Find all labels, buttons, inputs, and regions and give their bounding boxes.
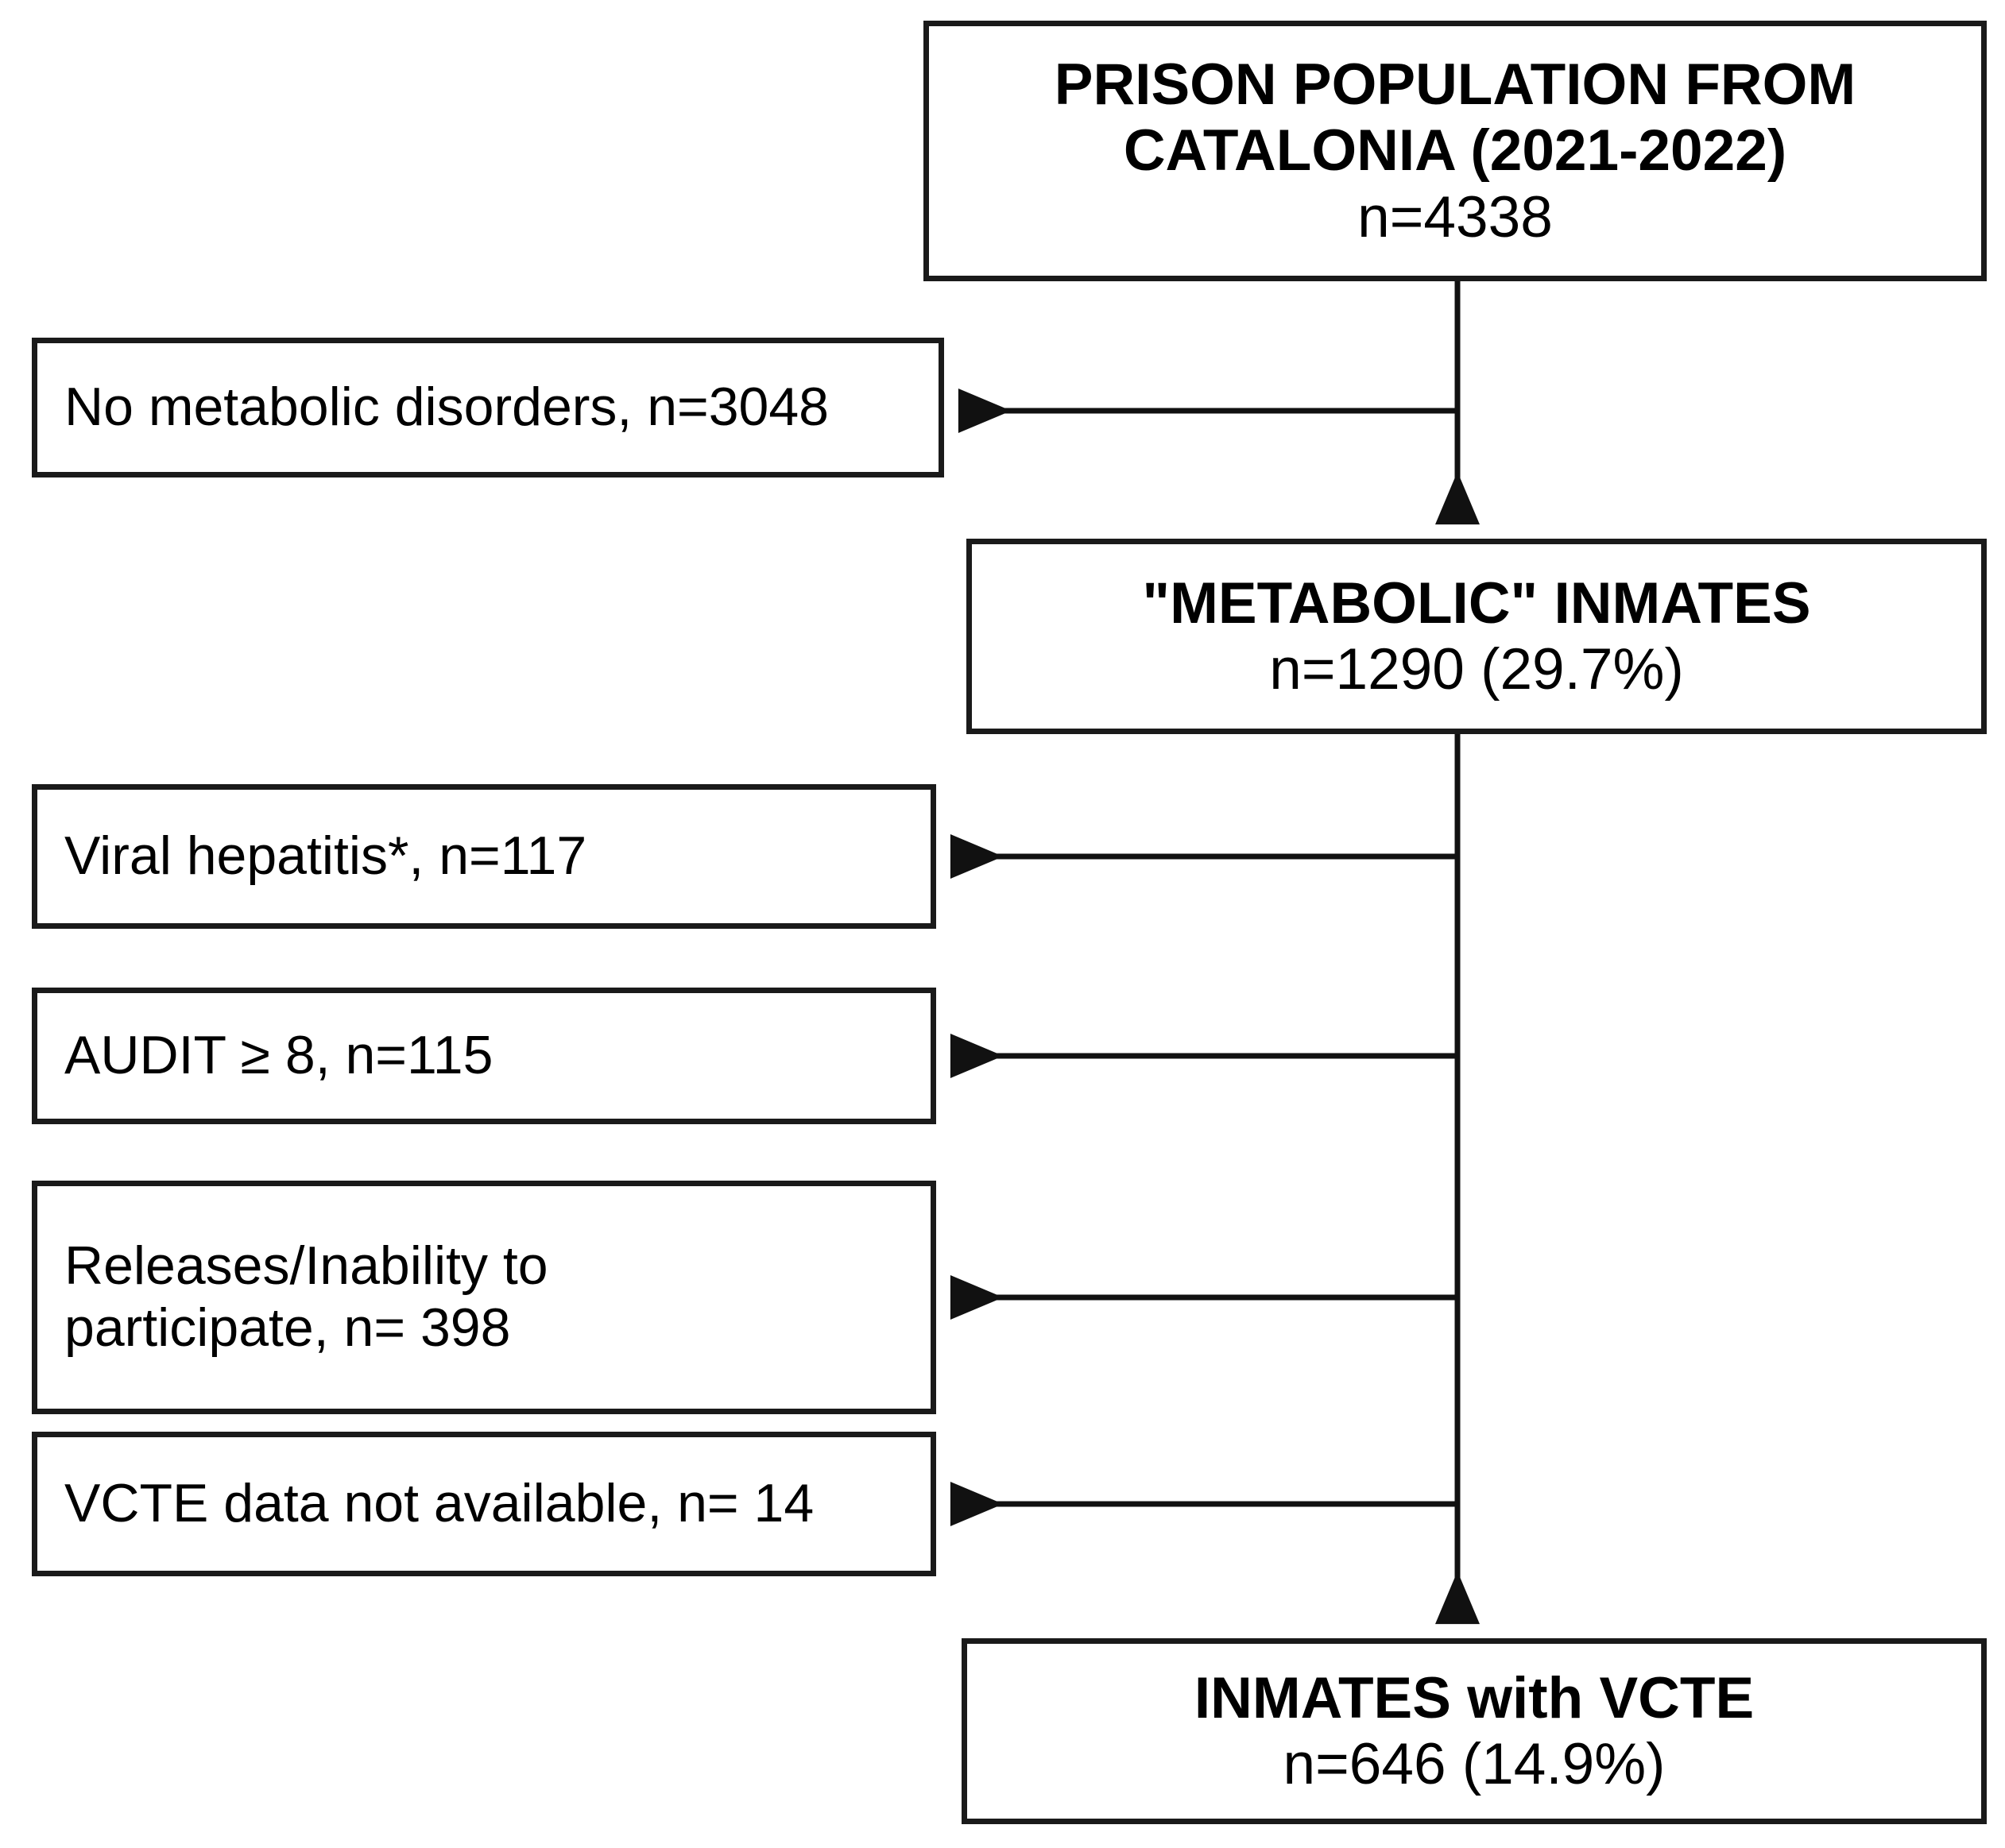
- node-inmates-with-vcte-title: INMATES with VCTE: [1194, 1665, 1755, 1730]
- node-metabolic-inmates: "METABOLIC" INMATES n=1290 (29.7%): [966, 539, 1987, 734]
- node-releases-inability-line1: Releases/Inability to: [64, 1235, 548, 1297]
- node-vcte-data-not-available: VCTE data not available, n= 14: [32, 1432, 936, 1576]
- node-prison-population-line2: CATALONIA (2021-2022): [1123, 118, 1787, 184]
- node-inmates-with-vcte-count: n=646 (14.9%): [1283, 1732, 1666, 1796]
- node-no-metabolic-disorders-label: No metabolic disorders, n=3048: [64, 377, 829, 438]
- node-audit-score-label: AUDIT ≥ 8, n=115: [64, 1025, 494, 1086]
- node-metabolic-inmates-count: n=1290 (29.7%): [1269, 637, 1684, 702]
- node-prison-population-line1: PRISON POPULATION FROM: [1054, 52, 1856, 118]
- node-prison-population-count: n=4338: [1357, 184, 1553, 249]
- node-metabolic-inmates-title: "METABOLIC" INMATES: [1142, 570, 1811, 636]
- node-prison-population: PRISON POPULATION FROM CATALONIA (2021-2…: [923, 21, 1987, 281]
- node-vcte-data-not-available-label: VCTE data not available, n= 14: [64, 1473, 815, 1534]
- node-inmates-with-vcte: INMATES with VCTE n=646 (14.9%): [962, 1638, 1987, 1824]
- node-viral-hepatitis: Viral hepatitis*, n=117: [32, 784, 936, 929]
- node-viral-hepatitis-label: Viral hepatitis*, n=117: [64, 825, 587, 887]
- node-releases-inability-line2: participate, n= 398: [64, 1297, 511, 1358]
- node-releases-inability: Releases/Inability to participate, n= 39…: [32, 1181, 936, 1414]
- node-no-metabolic-disorders: No metabolic disorders, n=3048: [32, 338, 944, 477]
- node-audit-score: AUDIT ≥ 8, n=115: [32, 988, 936, 1124]
